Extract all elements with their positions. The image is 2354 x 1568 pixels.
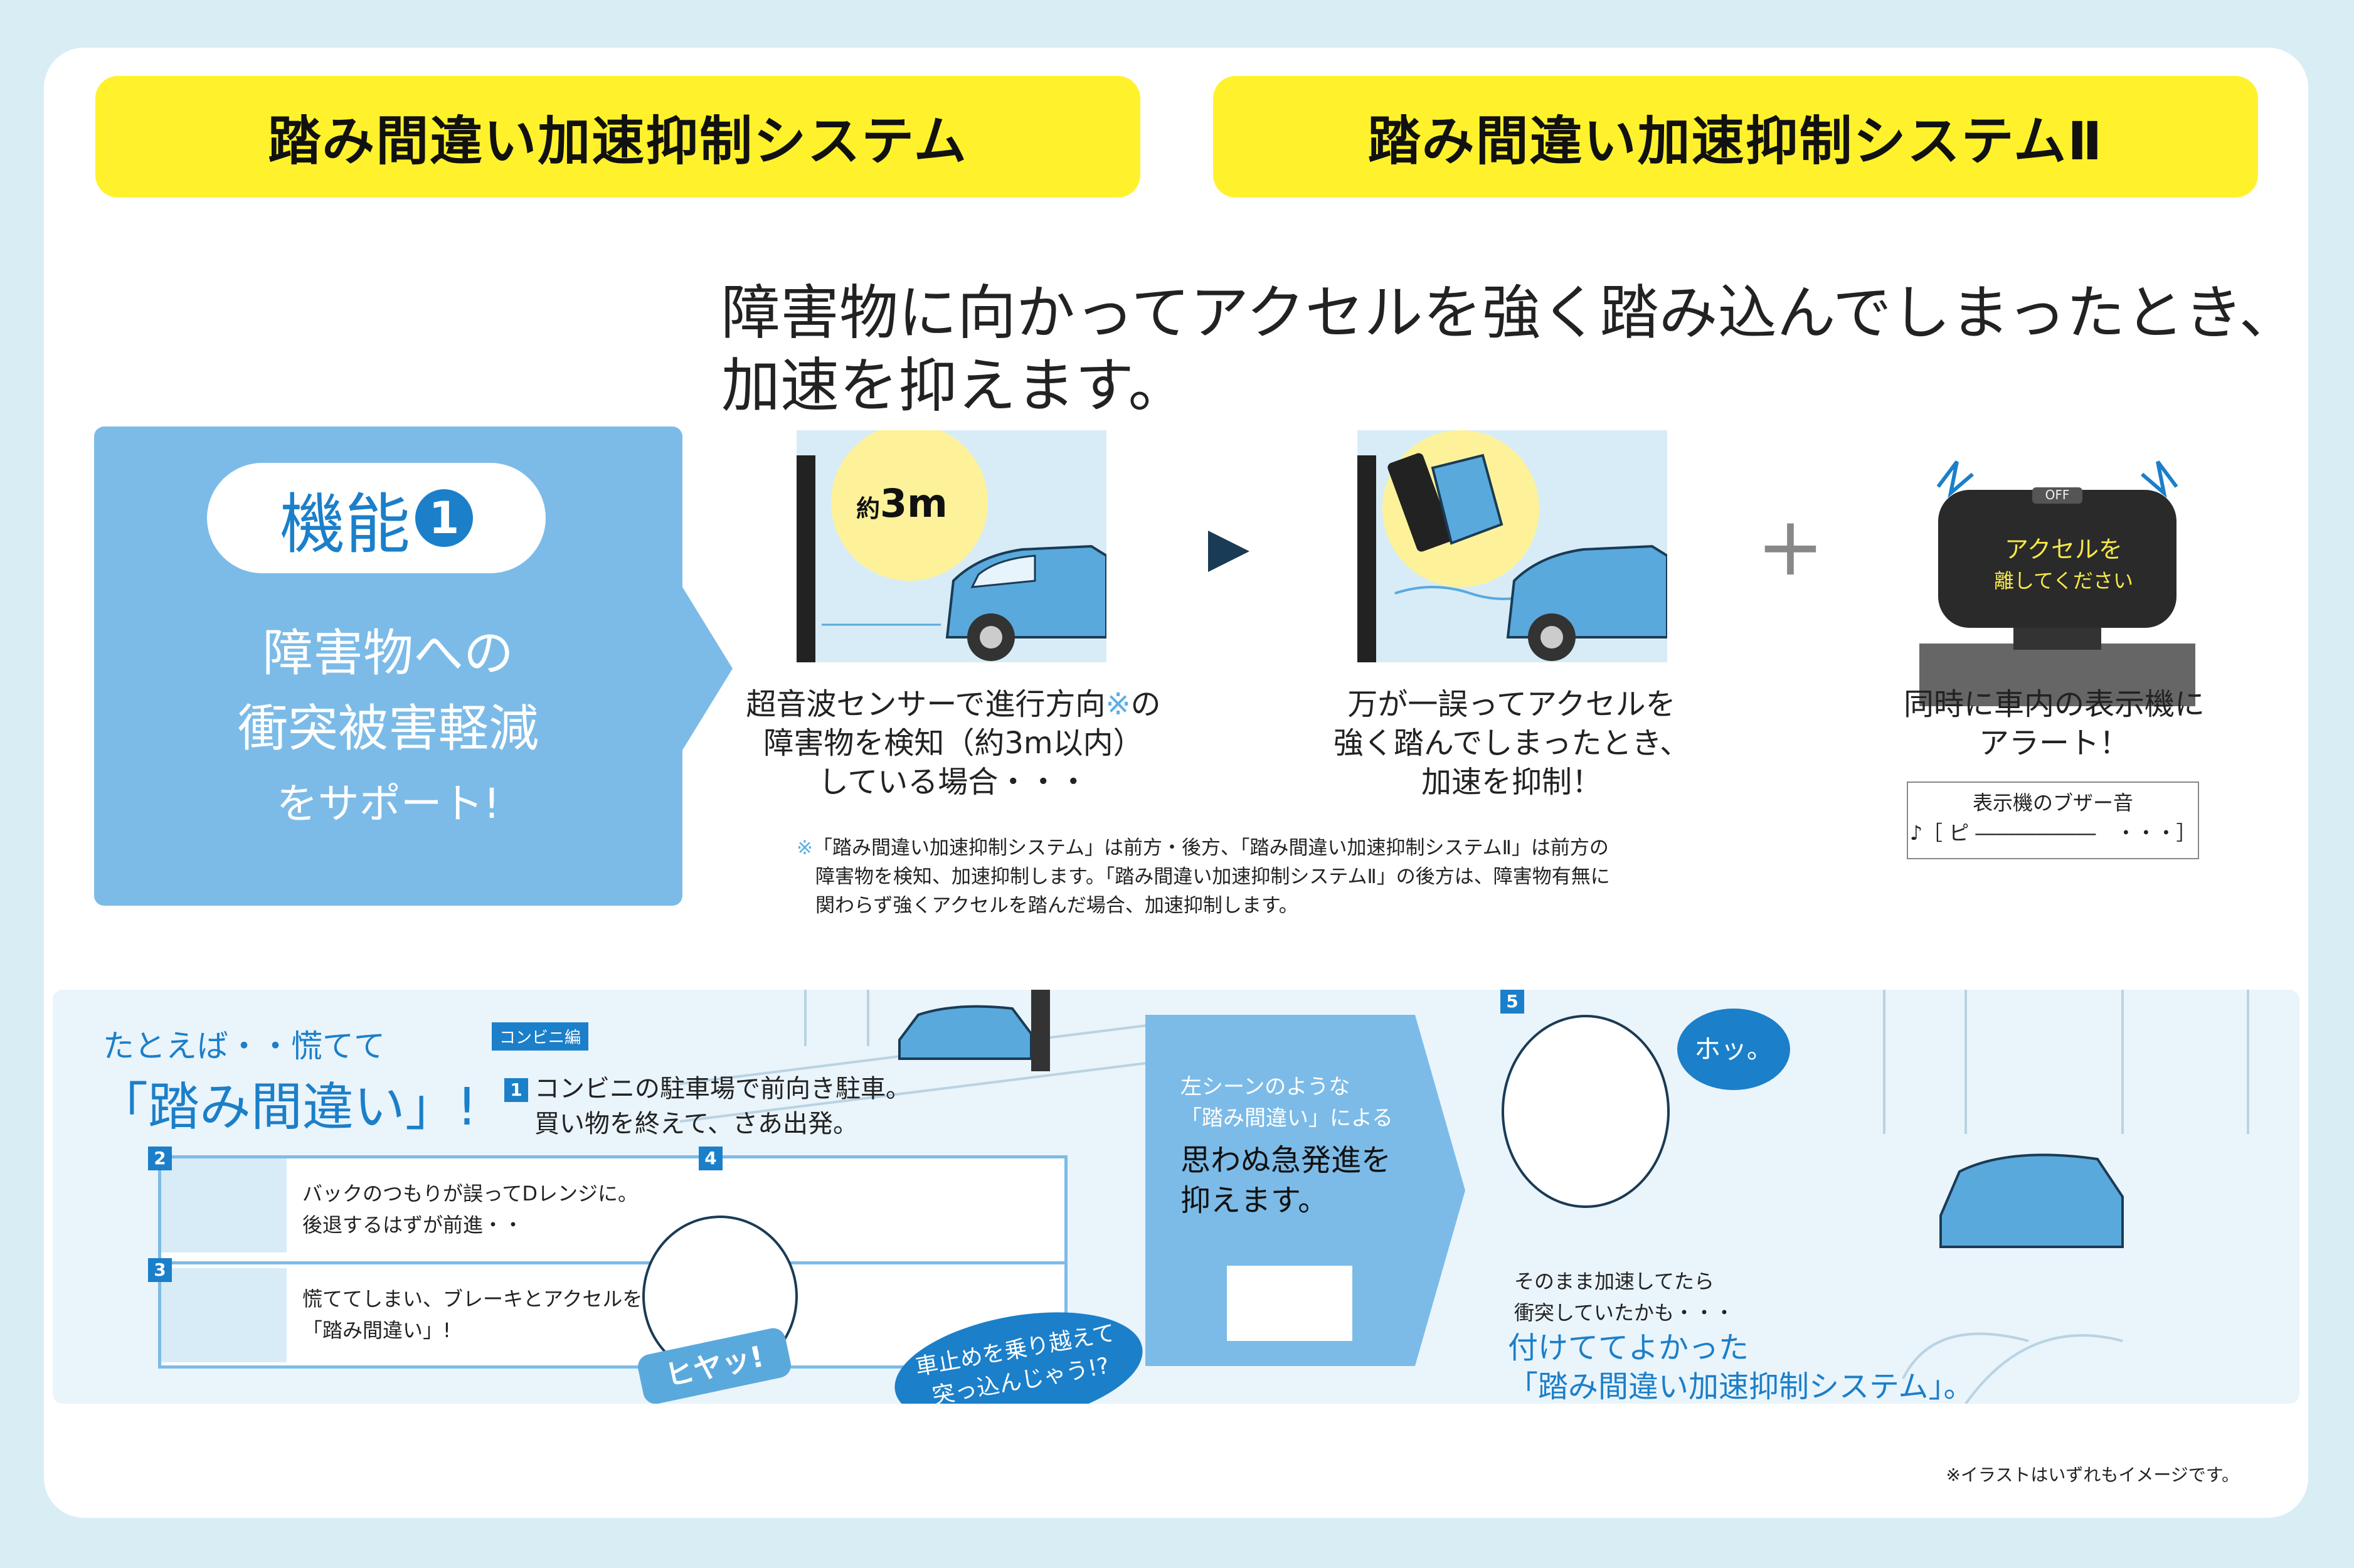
buzzer-box: 表示機のブザー音 ♪［ ピ ―――――― ・・・］ [1907, 781, 2199, 859]
middle-car-image [1227, 1266, 1352, 1341]
pedal-car-icon [1387, 453, 1667, 661]
disclaimer: ※イラストはいずれもイメージです。 [1946, 1465, 2239, 1485]
scene4-number: 4 [699, 1147, 729, 1170]
lead-line2: 加速を抑えます。 [721, 352, 1187, 420]
scene3-number: 3 [148, 1258, 178, 1282]
middle-text: 左シーンのような 「踏み間違い」による [1180, 1074, 1393, 1131]
scene2-number: 2 [148, 1147, 178, 1170]
middle-main-text: 思わぬ急発進を 抑えます。 [1180, 1143, 1392, 1218]
divider [161, 1261, 1064, 1264]
display-device: OFF アクセルを 離してください [1913, 430, 2202, 706]
middle-box: 左シーンのような 「踏み間違い」による 思わぬ急発進を 抑えます。 [1145, 1015, 1415, 1366]
display-message: アクセルを 離してください [1993, 536, 2134, 593]
car-icon [822, 544, 1106, 661]
function-label: 機能 [279, 485, 410, 563]
function-line3: をサポート! [276, 780, 501, 828]
lead-line1: 障害物に向かってアクセルを強く踏み込んでしまったとき、 [721, 279, 2298, 347]
system2-title: 踏み間違い加速抑制システムⅡ [1367, 110, 2104, 172]
step1-illustration: 約3m [797, 430, 1106, 662]
function-pill: 機能 1 [207, 463, 546, 573]
display-screen: OFF アクセルを 離してください [1938, 487, 2176, 628]
scene5-number: 5 [1500, 990, 1530, 1014]
function-line1: 障害物への [263, 624, 514, 682]
scene5-text: そのまま加速してたら 衝突していたかも・・・ [1514, 1269, 1735, 1325]
step3-caption: 同時に車内の表示機に アラート！ [1903, 687, 2205, 761]
system1-header: 踏み間違い加速抑制システム [95, 76, 1140, 198]
main-card: 踏み間違い加速抑制システム 踏み間違い加速抑制システムⅡ 障害物に向かってアクセ… [44, 48, 2308, 1518]
step2-illustration [1357, 430, 1667, 662]
plus-sign: + [1756, 499, 1825, 594]
scene2-image [161, 1158, 287, 1253]
step2-caption: 万が一誤ってアクセルを 強く踏んでしまったとき、 加速を抑制！ [1333, 687, 1690, 800]
middle-arrow [1415, 1015, 1465, 1366]
driver-relieved-image [1502, 1015, 1670, 1208]
distance-label: 約3m [856, 480, 948, 526]
scene5-conclusion: 付けててよかった 「踏み間違い加速抑制システム」。 [1508, 1330, 1974, 1404]
function-line2: 衝突被害軽減 [238, 699, 539, 758]
buzzer-sound: ♪［ ピ ―――――― ・・・］ [1909, 821, 2197, 845]
buzzer-title: 表示機のブザー音 [1972, 791, 2133, 815]
story-intro-1: たとえば・・慌てて [103, 1028, 385, 1064]
wall [797, 455, 815, 662]
function-number-badge: 1 [415, 489, 473, 547]
relief-bubble: ホッ。 [1677, 1009, 1790, 1090]
step1-caption: 超音波センサーで進行方向※の 障害物を検知（約3m以内） している場合・・・ [746, 687, 1161, 800]
off-button: OFF [2032, 487, 2082, 504]
function-box: 機能 1 障害物への 衝突被害軽減 をサポート! [94, 426, 682, 906]
function-arrow [682, 587, 733, 750]
system2-header: 踏み間違い加速抑制システムⅡ [1213, 76, 2258, 198]
system1-title: 踏み間違い加速抑制システム [268, 110, 968, 172]
lead-text: 障害物に向かってアクセルを強く踏み込んでしまったとき、 加速を抑えます。 [721, 277, 2298, 423]
wall [1357, 455, 1376, 662]
scene3-image [161, 1268, 287, 1362]
step-arrow-icon [1208, 531, 1249, 572]
sensor-range-circle [831, 430, 988, 581]
story-intro-2: 「踏み間違い」! [97, 1078, 477, 1137]
story-tag: コンビニ編 [492, 1022, 589, 1051]
background-scenery [679, 990, 2249, 1404]
scene3-text: 慌ててしまい、ブレーキとアクセルを 「踏み間違い」! [302, 1287, 643, 1342]
scene2-text: バックのつもりが誤ってDレンジに。 後退するはずが前進・・ [302, 1182, 639, 1237]
footnote: ※「踏み間違い加速抑制システム」は前方・後方、「踏み間違い加速抑制システムⅡ」は… [797, 837, 1610, 917]
scene234-frame [158, 1155, 1068, 1369]
